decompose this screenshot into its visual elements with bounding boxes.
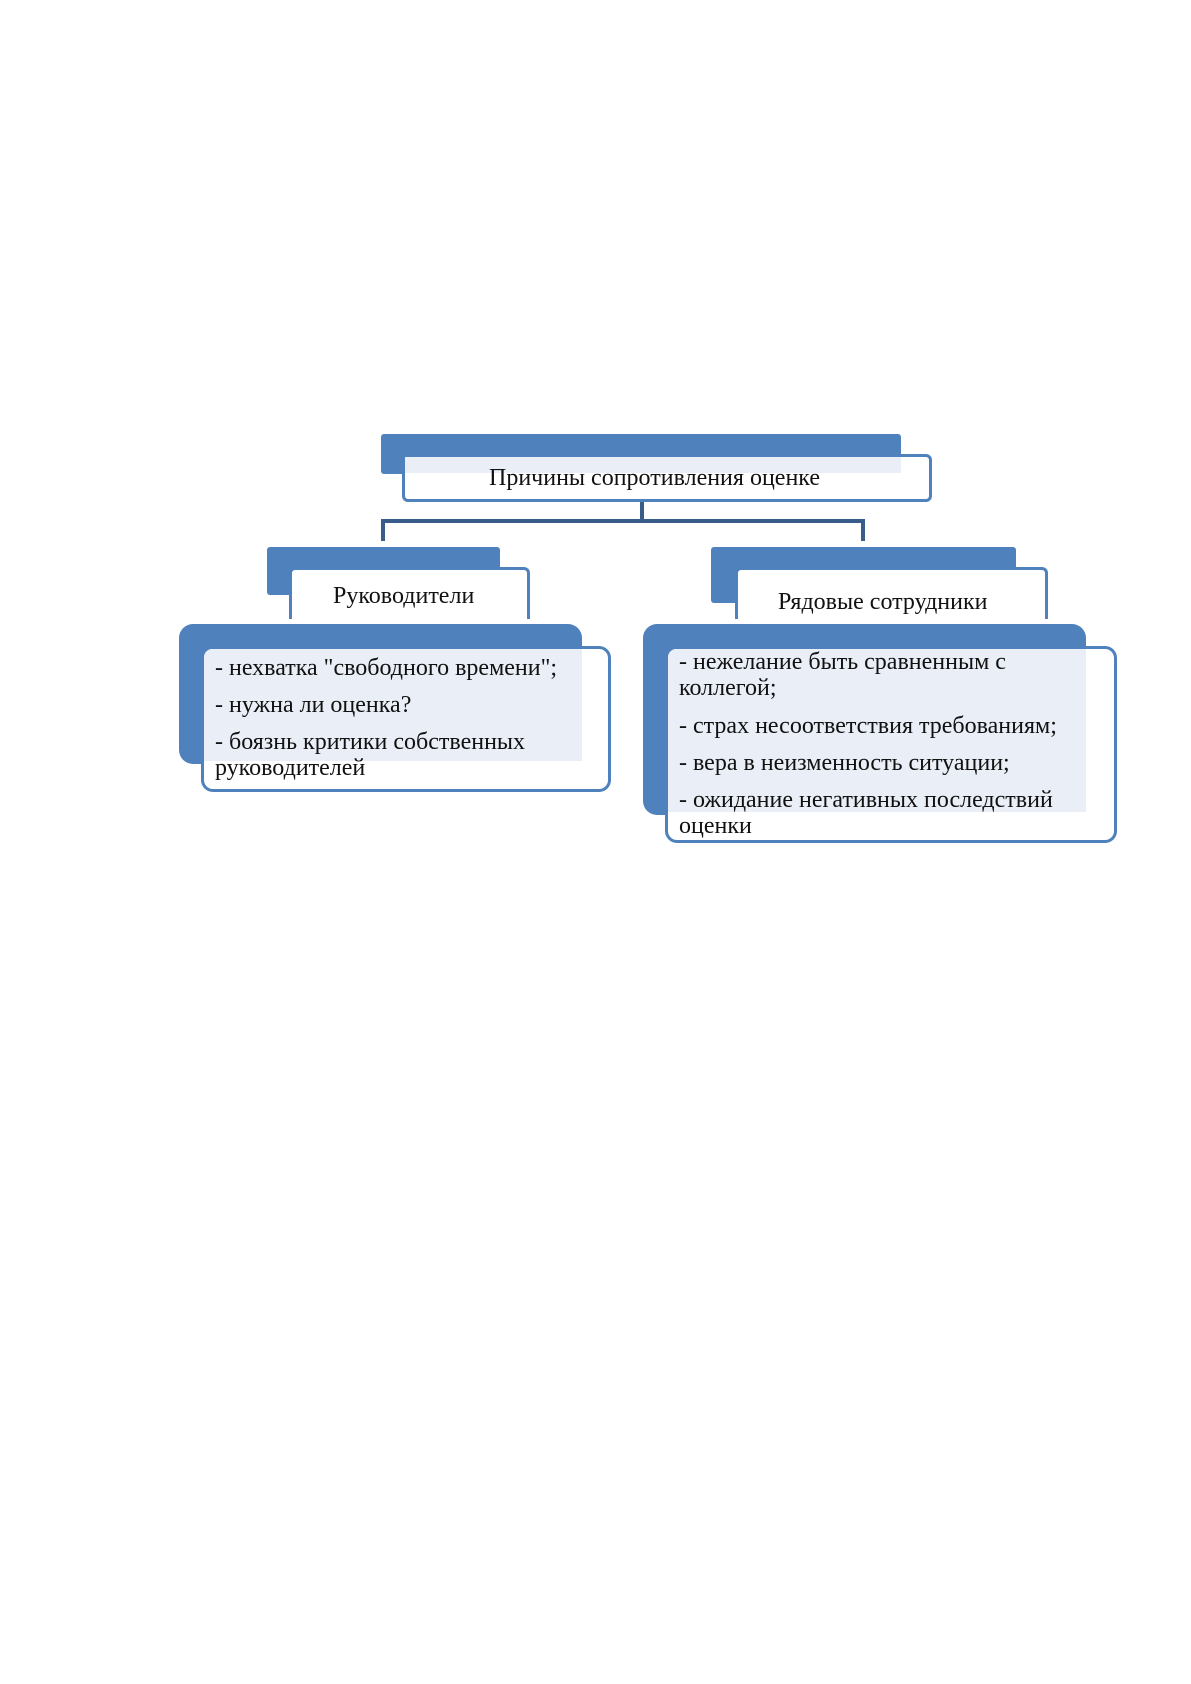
root-node-fill bbox=[405, 457, 901, 473]
employees-reason-1-cont: коллегой; bbox=[679, 675, 777, 701]
employees-reason-1: - нежелание быть сравненным с bbox=[679, 649, 1006, 675]
branch-managers-panel-fill bbox=[204, 649, 582, 761]
employees-reason-2: - страх несоответствия требованиям; bbox=[679, 713, 1057, 739]
employees-reason-4: - ожидание негативных последствий bbox=[679, 787, 1053, 813]
branch-employees-panel-fill bbox=[668, 649, 1086, 812]
root-node-label: Причины сопротивления оценке bbox=[489, 465, 820, 491]
connector-root-stem bbox=[640, 502, 644, 522]
branch-managers-header bbox=[289, 567, 530, 619]
employees-reason-4-cont: оценки bbox=[679, 813, 752, 839]
employees-reason-3: - вера в неизменность ситуации; bbox=[679, 750, 1010, 776]
connector-right-drop bbox=[861, 519, 865, 541]
branch-employees-header bbox=[735, 567, 1048, 619]
connector-left-drop bbox=[381, 519, 385, 541]
connector-horizontal bbox=[381, 519, 865, 523]
managers-reason-2: - нужна ли оценка? bbox=[215, 692, 412, 718]
managers-reason-1: - нехватка "свободного времени"; bbox=[215, 655, 558, 681]
managers-reason-3: - боязнь критики собственных bbox=[215, 729, 526, 755]
managers-reason-3-cont: руководителей bbox=[215, 755, 366, 781]
branch-managers-label: Руководители bbox=[333, 583, 475, 609]
branch-employees-label: Рядовые сотрудники bbox=[778, 589, 988, 615]
